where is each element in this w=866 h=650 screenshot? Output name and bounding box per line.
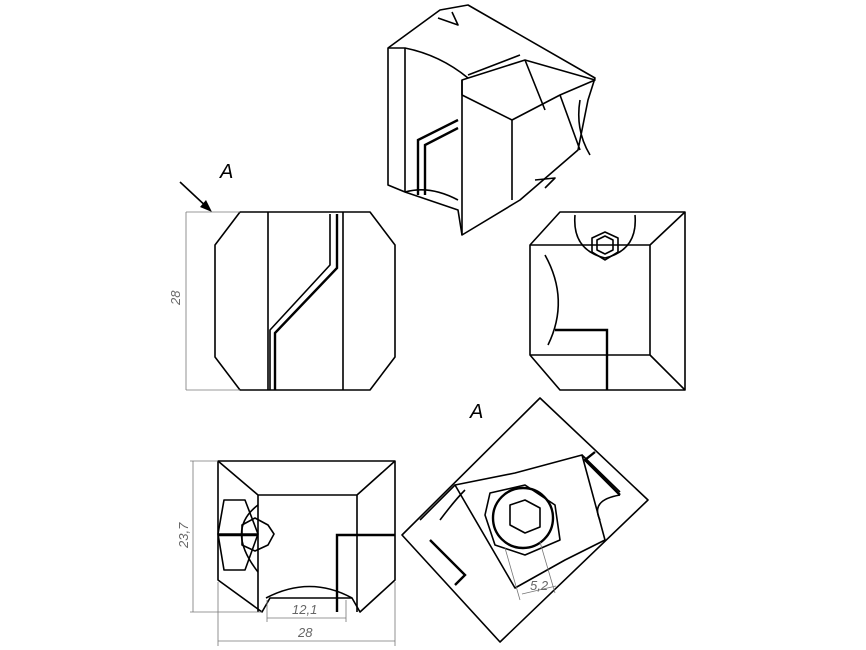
dimension-front-height: 28 [168,290,183,306]
bottom-view: 23,7 12,1 28 [176,460,396,646]
dimension-hex-size: 5,2 [530,578,549,593]
view-label-a-top: A [219,161,233,183]
front-view: 28 [168,211,396,391]
rotated-view: 5,2 [401,397,649,643]
view-label-a-rotated: A [469,401,483,423]
dimension-slot-width: 12,1 [292,602,317,617]
dimension-side-height: 23,7 [176,522,191,549]
arrow-head-icon [200,200,212,212]
dimension-side-width: 28 [297,625,313,640]
isometric-view [387,4,596,236]
side-view [529,211,686,391]
